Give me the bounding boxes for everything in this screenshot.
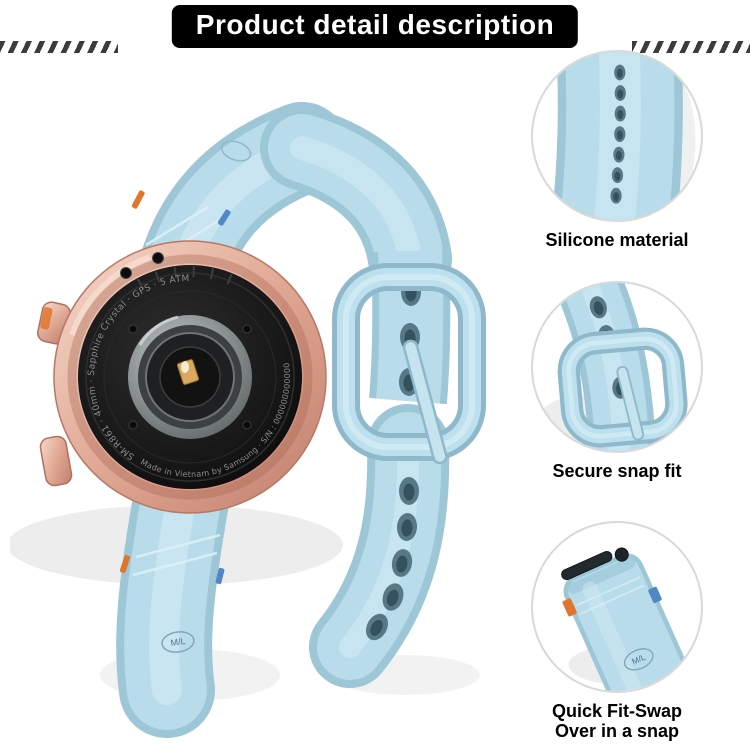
strap-groove [132,551,218,577]
orange-accent-mark [562,598,577,617]
panel-grooves [137,266,233,290]
snap-fit-photo [531,281,703,453]
buckle-closeup [539,283,688,451]
sensor-highlight [138,315,179,346]
blue-accent-mark [215,567,225,585]
blue-accent-mark [217,209,231,226]
silicone-material-photo [531,50,703,222]
quick-release-pin [561,551,613,581]
callout-label-line2: Over in a snap [554,721,680,742]
band-size-stamp: M/L [170,636,186,648]
watch-product-photo: M/L [10,45,486,738]
strap-stamp-oval [161,631,195,653]
buckle [557,327,688,448]
callout-label-silicone: Silicone material [545,230,689,250]
orange-accent-mark [131,190,145,209]
quick-release-knob [614,547,629,562]
buckle [332,263,486,465]
strap-stamp-oval [220,140,252,162]
case-highlight [69,254,152,337]
side-button-bottom [39,435,73,487]
callout-label-snap-fit: Secure snap fit [552,461,682,481]
buckle-strap-bottom [309,404,450,688]
strap-groove [145,205,209,247]
sensor-module [128,315,252,439]
callout-label-quick-fit: Quick Fit-Swap Over in a snap [527,701,707,741]
buckle-strap-top [260,106,452,301]
lower-strap: M/L [116,447,230,738]
panel-screws [120,252,252,430]
quick-fit-photo: M/L [531,521,703,693]
strap-holes [610,64,626,204]
orange-accent-mark [119,555,131,573]
page-title: Product detail description [171,5,579,48]
case-inner-rim [67,254,313,500]
dashed-divider-left [0,41,118,53]
callout-silicone-material: Silicone material [527,50,707,250]
buckle-prong [402,339,448,465]
blue-accent-mark [648,586,662,604]
panel-ring [85,272,295,482]
buckle-prong [616,365,645,441]
callout-label-line1: Quick Fit-Swap [551,701,683,721]
band-connector-closeup: M/L [561,547,697,691]
callout-secure-snap-fit: Secure snap fit [527,281,707,481]
strap-stamp-oval [623,648,654,671]
dashed-divider-right [632,41,750,53]
callout-quick-fit-swap: M/L Quick Fit-Swap Over in a snap [527,521,707,741]
strap-groove [135,533,221,559]
sensor-glint [181,361,189,373]
side-button-accent [40,307,53,330]
strap-holes [365,477,419,641]
strap-closeup-holes [551,52,696,220]
panel-ring [103,290,277,464]
